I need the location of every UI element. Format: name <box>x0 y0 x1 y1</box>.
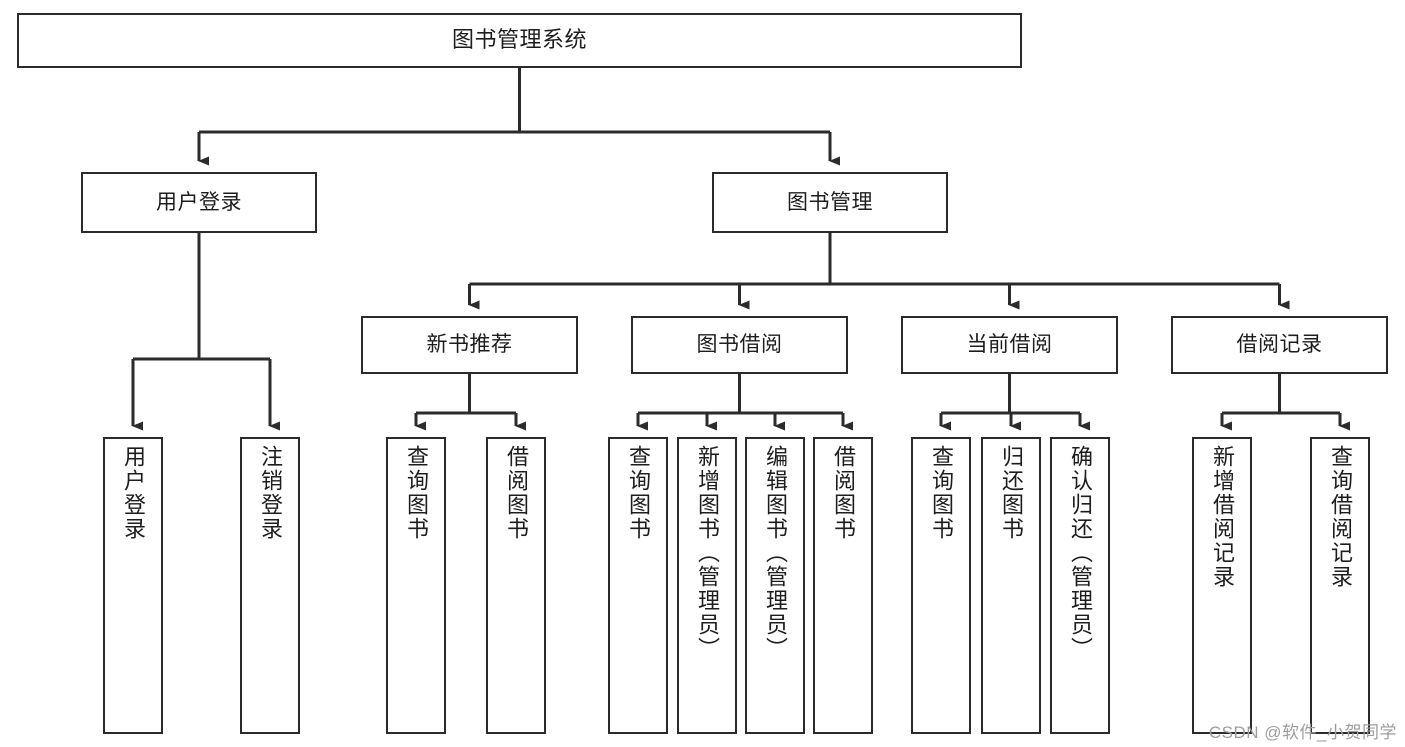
node-root[interactable]: 图书管理系统 <box>17 13 1022 68</box>
node-leaf-bb-borrow[interactable]: 借阅图书 <box>813 437 873 734</box>
node-leaf-cb-query[interactable]: 查询图书 <box>911 437 971 734</box>
node-book-borrow[interactable]: 图书借阅 <box>631 316 848 374</box>
node-label: 归还图书 <box>999 445 1024 541</box>
node-leaf-cb-confirm[interactable]: 确认归还（管理员） <box>1050 437 1110 734</box>
node-label: 借阅图书 <box>831 445 856 541</box>
node-label: 查询图书 <box>404 445 429 541</box>
node-leaf-cb-return[interactable]: 归还图书 <box>981 437 1041 734</box>
node-label: 图书管理 <box>787 190 873 214</box>
node-leaf-br-add[interactable]: 新增借阅记录 <box>1192 437 1252 734</box>
node-label: 图书管理系统 <box>451 27 587 53</box>
node-label: 用户登录 <box>121 445 146 541</box>
node-leaf-nb-borrow[interactable]: 借阅图书 <box>486 437 546 734</box>
node-label: 借阅记录 <box>1236 333 1323 357</box>
node-label: 用户登录 <box>156 190 242 214</box>
node-label: 查询借阅记录 <box>1328 445 1353 589</box>
node-leaf-bb-edit[interactable]: 编辑图书（管理员） <box>745 437 805 734</box>
csdn-watermark: CSDN @软件_小贺同学 <box>1208 723 1397 742</box>
node-label: 图书借阅 <box>696 333 783 357</box>
node-label: 新增借阅记录 <box>1210 445 1235 589</box>
node-leaf-nb-query[interactable]: 查询图书 <box>386 437 446 734</box>
node-label: 编辑图书（管理员） <box>763 445 788 661</box>
node-label: 借阅图书 <box>504 445 529 541</box>
node-borrow-record[interactable]: 借阅记录 <box>1171 316 1388 374</box>
node-label: 新增图书（管理员） <box>695 445 720 661</box>
node-leaf-logout[interactable]: 注销登录 <box>240 437 300 734</box>
node-label: 查询图书 <box>929 445 954 541</box>
node-leaf-bb-add[interactable]: 新增图书（管理员） <box>677 437 737 734</box>
node-leaf-bb-query[interactable]: 查询图书 <box>608 437 668 734</box>
node-leaf-br-query[interactable]: 查询借阅记录 <box>1310 437 1370 734</box>
node-current-borrow[interactable]: 当前借阅 <box>901 316 1118 374</box>
node-label: 查询图书 <box>626 445 651 541</box>
node-user-login[interactable]: 用户登录 <box>81 172 317 233</box>
node-book-manage[interactable]: 图书管理 <box>712 172 948 233</box>
node-label: 新书推荐 <box>426 333 513 357</box>
node-leaf-user-login[interactable]: 用户登录 <box>103 437 163 734</box>
node-label: 确认归还（管理员） <box>1068 445 1093 661</box>
node-new-book[interactable]: 新书推荐 <box>361 316 578 374</box>
node-label: 当前借阅 <box>966 333 1053 357</box>
node-label: 注销登录 <box>258 445 283 541</box>
